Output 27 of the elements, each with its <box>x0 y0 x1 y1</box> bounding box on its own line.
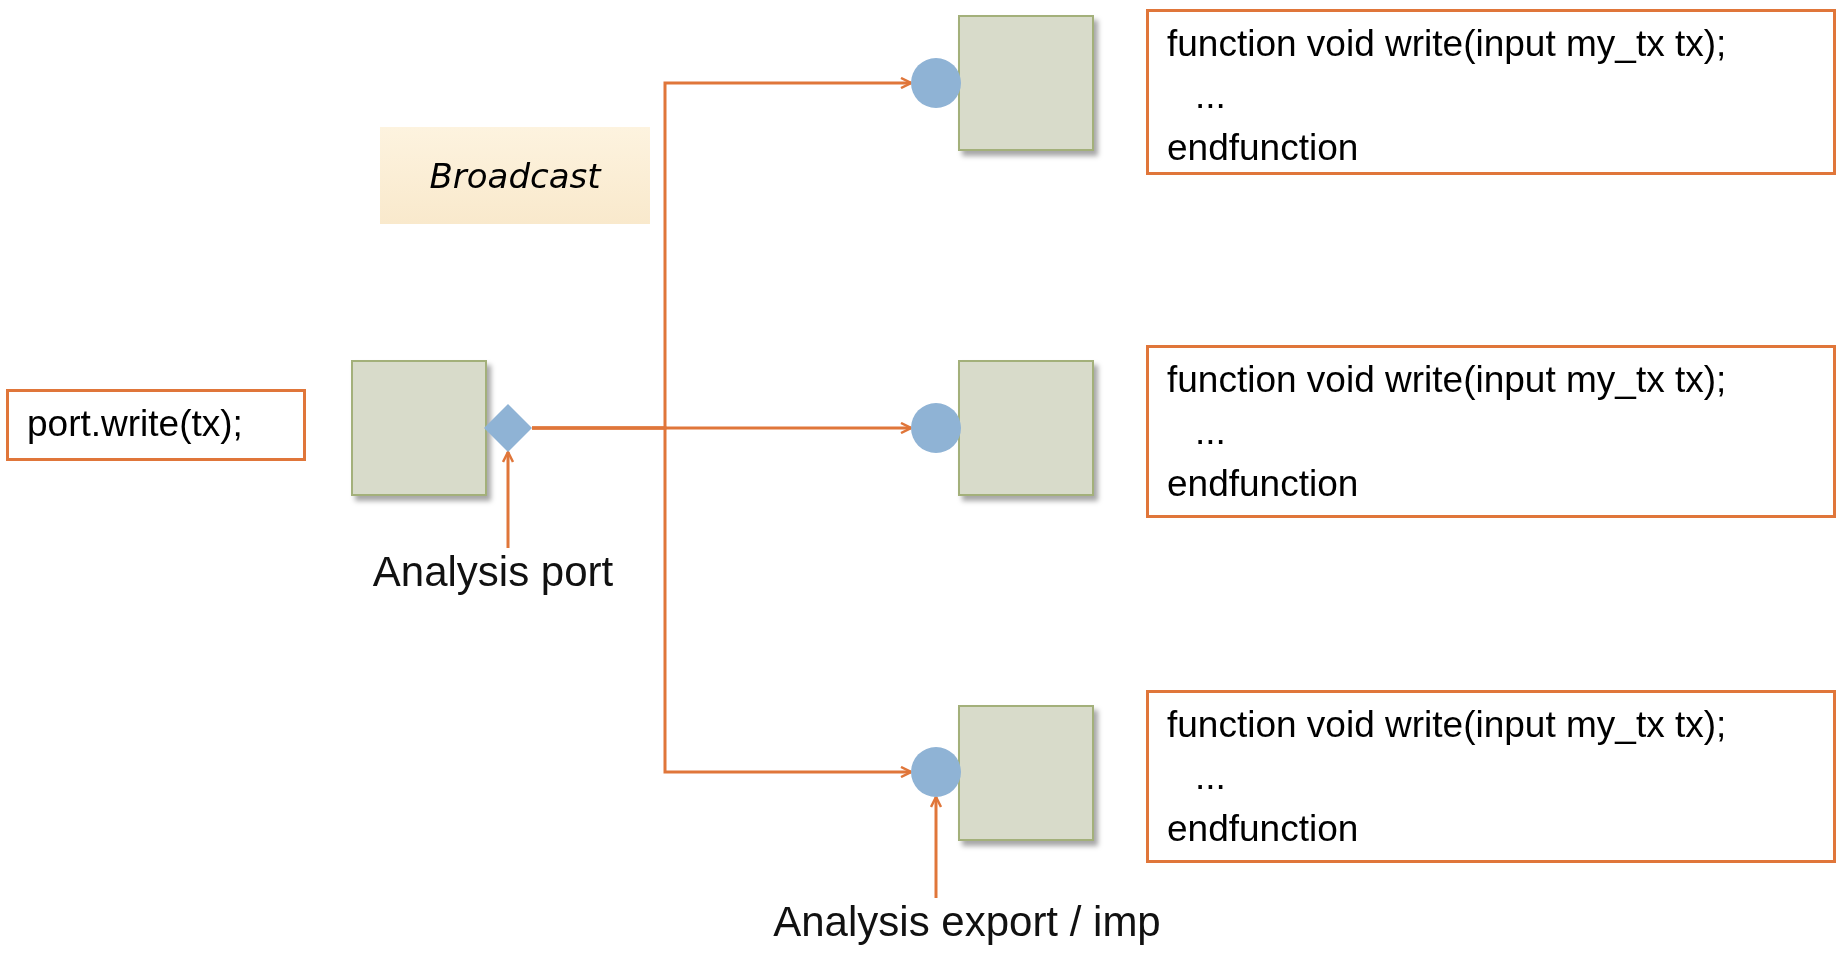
port-diamond <box>484 404 532 452</box>
component-box <box>958 705 1094 841</box>
code-line: function void write(input my_tx tx); <box>1167 359 1727 400</box>
leader-line <box>929 795 943 898</box>
code-line: ... <box>1195 75 1226 116</box>
arrow <box>532 426 913 779</box>
code-line: ... <box>1195 756 1226 797</box>
code-box: port.write(tx); <box>6 389 306 461</box>
code-line: ... <box>1195 411 1226 452</box>
leader-line <box>501 450 515 548</box>
export-circle <box>911 58 961 108</box>
port-label: Analysis export / imp <box>737 898 1197 954</box>
component-box <box>958 15 1094 151</box>
label-box: Broadcast <box>380 127 650 224</box>
code-line: endfunction <box>1167 463 1359 504</box>
port-label: Analysis port <box>343 548 643 606</box>
code-box <box>1146 690 1836 863</box>
code-box <box>1146 9 1836 175</box>
code-box <box>1146 345 1836 518</box>
export-circle <box>911 747 961 797</box>
code-line: function void write(input my_tx tx); <box>1167 704 1727 745</box>
component-box <box>958 360 1094 496</box>
code-line: endfunction <box>1167 127 1359 168</box>
code-line: endfunction <box>1167 808 1359 849</box>
code-line: function void write(input my_tx tx); <box>1167 23 1727 64</box>
export-circle <box>911 403 961 453</box>
component-box <box>351 360 487 496</box>
